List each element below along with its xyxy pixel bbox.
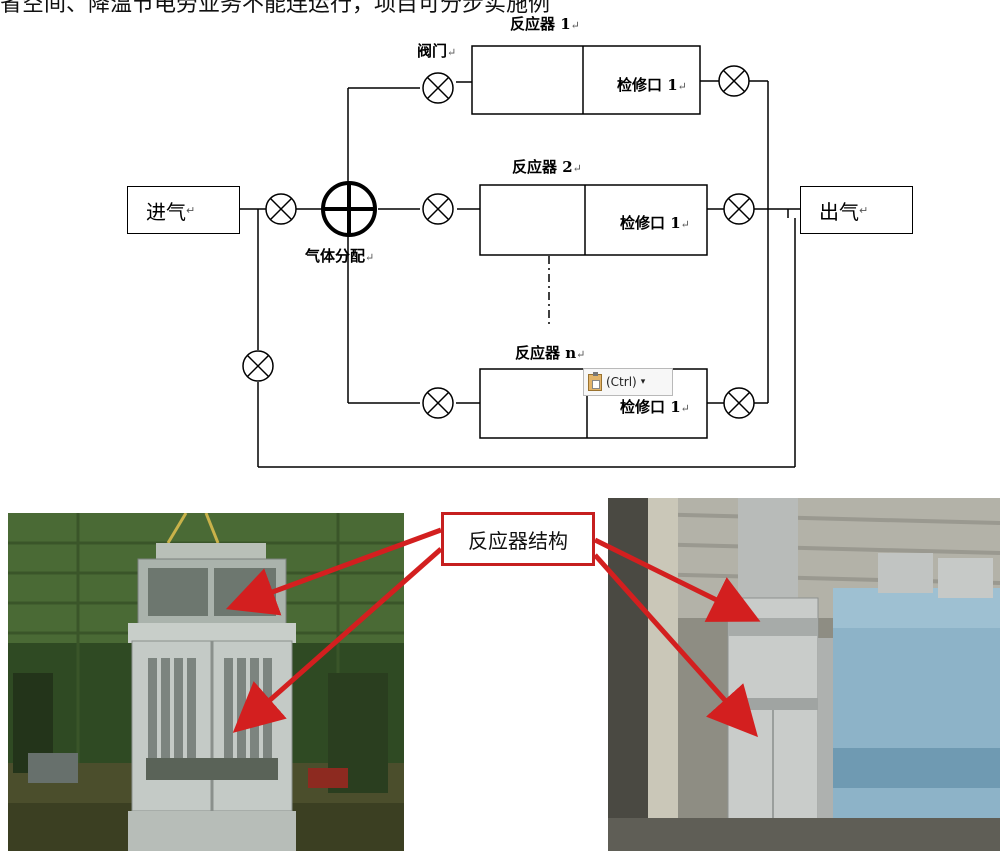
clipboard-icon: [588, 371, 602, 391]
gas-distributor-icon: [321, 181, 377, 237]
reactor-photo-left: [8, 513, 404, 851]
inlet-box: 进气↵: [127, 186, 240, 234]
reactor-structure-callout: 反应器结构: [441, 512, 595, 566]
header-text: 省空间、降温节电劳业务不能连运行，项目可分步实施例: [0, 0, 551, 17]
reactor-1-title: 反应器 1↵: [510, 15, 580, 33]
reactor-1-port: 检修口 1↵: [617, 76, 687, 94]
callout-label: 反应器结构: [468, 528, 568, 553]
dropdown-arrow-icon: ▾: [640, 377, 646, 387]
paste-ctrl-label: (Ctrl): [606, 375, 637, 389]
valve-icon: [422, 193, 454, 225]
reactor-n-title: 反应器 n↵: [515, 344, 586, 362]
flow-diagram: [240, 45, 800, 468]
valve-label: 阀门↵: [417, 42, 457, 60]
reactor-2-title: 反应器 2↵: [512, 158, 582, 176]
reactor-2-box: [479, 184, 708, 256]
paste-options-button[interactable]: (Ctrl) ▾: [583, 368, 673, 396]
reactor-boxes: [471, 45, 708, 439]
valve-icon: [265, 193, 297, 225]
valve-icon: [723, 193, 755, 225]
valve-icon: [242, 350, 274, 382]
valve-icon: [723, 387, 755, 419]
reactor-1-box: [471, 45, 701, 115]
inlet-label: 进气: [146, 199, 186, 224]
valve-icon: [422, 72, 454, 104]
valve-icon: [422, 387, 454, 419]
outlet-label: 出气: [819, 199, 859, 224]
outlet-box: 出气↵: [800, 186, 913, 234]
reactor-2-port: 检修口 1↵: [620, 214, 690, 232]
reactor-photo-right: [608, 498, 1000, 851]
valve-icon: [718, 65, 750, 97]
gas-distribution-label: 气体分配↵: [305, 247, 375, 265]
reactor-n-port: 检修口 1↵: [620, 398, 690, 416]
